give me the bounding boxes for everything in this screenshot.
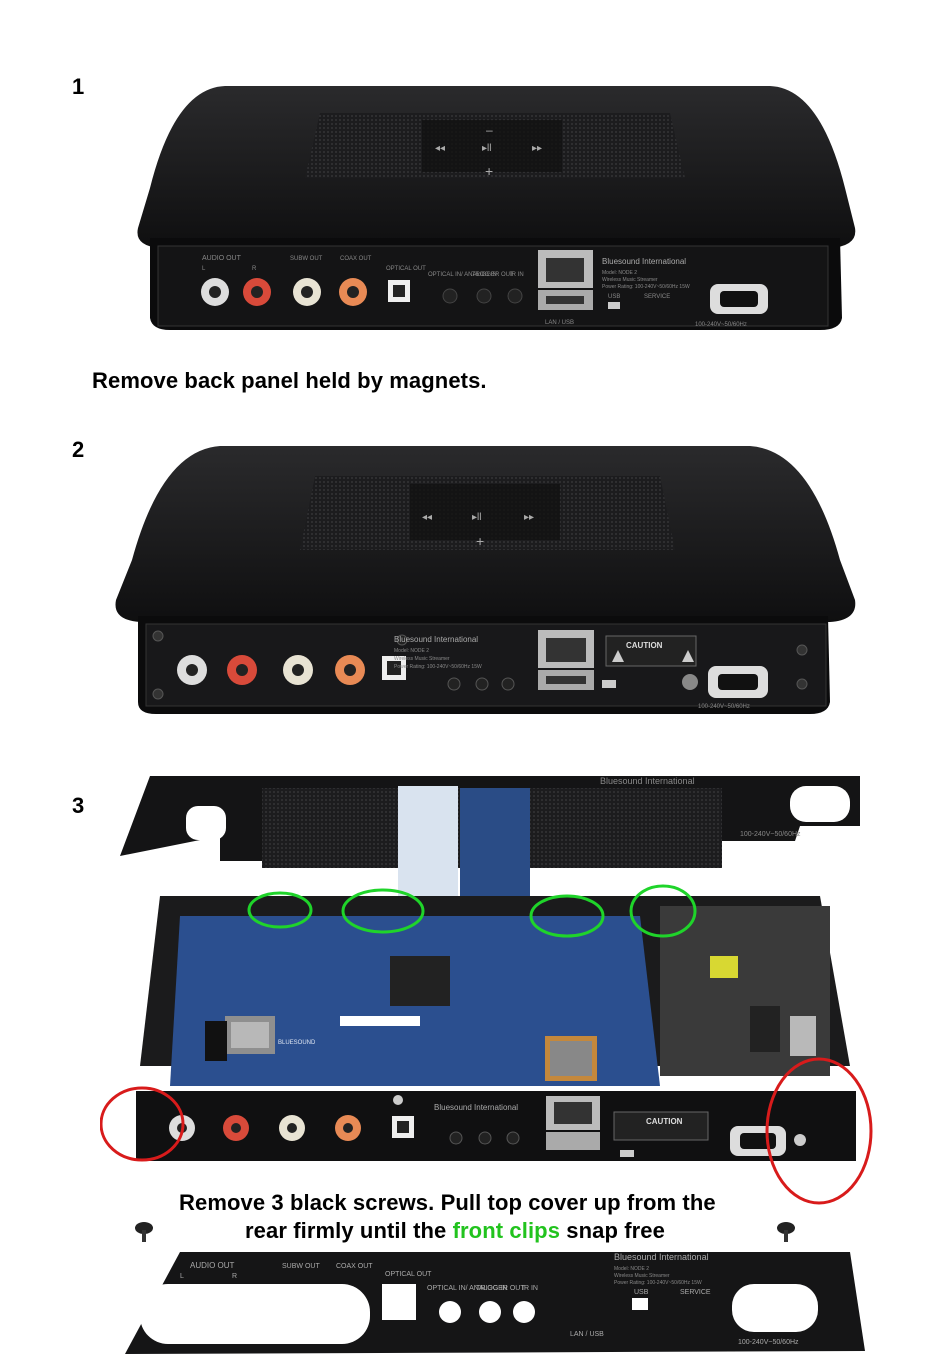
label-voltage: 100-240V~50/60Hz <box>695 322 747 328</box>
svg-text:▸▸: ▸▸ <box>532 143 542 154</box>
panel-usb: USB <box>634 1289 649 1296</box>
panel-trigger-out: TRIGGER OUT <box>476 1285 525 1292</box>
panel-power-rating: Power Rating: 100-240V~50/60Hz 15W <box>614 1280 702 1286</box>
svg-text:+: + <box>476 533 484 549</box>
svg-text:◂◂: ◂◂ <box>435 143 445 154</box>
panel-subw-out: SUBW OUT <box>282 1263 320 1270</box>
panel-optical-out: OPTICAL OUT <box>385 1271 432 1278</box>
back-panel-image: AUDIO OUT L R SUBW OUT COAX OUT OPTICAL … <box>125 1252 865 1354</box>
device-rear-closed-image: ◂◂ ▸ll ▸▸ – + AUDIO OUT L R SUBW OUT COA… <box>137 86 856 330</box>
label-brand: Bluesound International <box>602 257 686 266</box>
label-brand-cover: Bluesound International <box>600 776 695 786</box>
front-clip-marker <box>629 884 697 938</box>
step3-photo: Bluesound International 100-240V~50/60Hz… <box>100 766 880 1206</box>
label-caution-3: CAUTION <box>646 1117 683 1126</box>
step-number: 2 <box>72 437 85 462</box>
label-optical-out: OPTICAL OUT <box>386 266 426 272</box>
screw-marker <box>765 1057 873 1205</box>
panel-coax-out: COAX OUT <box>336 1263 373 1270</box>
label-model: Model: NODE 2 <box>602 270 637 276</box>
panel-ir-in: IR IN <box>522 1285 538 1292</box>
screw-right <box>772 1218 802 1244</box>
svg-text:◂◂: ◂◂ <box>422 512 432 523</box>
label-product-2: Wireless Music Streamer <box>394 656 450 662</box>
step-number: 1 <box>72 74 85 99</box>
svg-text:▸ll: ▸ll <box>482 143 491 154</box>
step1-caption: Remove back panel held by magnets. <box>92 368 487 393</box>
label-r: R <box>252 266 257 272</box>
label-product: Wireless Music Streamer <box>602 277 658 283</box>
step3-caption-line1: Remove 3 black screws. Pull top cover up… <box>179 1190 716 1215</box>
label-audio-out: AUDIO OUT <box>202 255 242 262</box>
panel-brand: Bluesound International <box>614 1252 709 1262</box>
front-clip-marker <box>247 891 313 929</box>
label-power-rating-2: Power Rating: 100-240V~50/60Hz 15W <box>394 664 482 670</box>
panel-voltage: 100-240V~50/60Hz <box>738 1339 799 1346</box>
label-brand-2: Bluesound International <box>394 635 478 644</box>
svg-text:▸▸: ▸▸ <box>524 512 534 523</box>
step2-photo: ◂◂ ▸ll ▸▸ + Bluesound International Mode… <box>110 440 860 720</box>
screw-icon <box>777 1222 795 1242</box>
panel-product: Wireless Music Streamer <box>614 1273 670 1279</box>
label-ir-in: IR IN <box>510 272 524 278</box>
label-brand-3: Bluesound International <box>434 1103 518 1112</box>
screw-icon <box>135 1222 153 1242</box>
label-coax-out: COAX OUT <box>340 256 372 262</box>
svg-text:▸ll: ▸ll <box>472 512 481 523</box>
panel-l: L <box>180 1273 184 1280</box>
panel-r: R <box>232 1273 237 1280</box>
label-service: SERVICE <box>644 294 670 300</box>
device-rear-panel-removed-image: ◂◂ ▸ll ▸▸ + Bluesound International Mode… <box>115 446 856 714</box>
step3-caption-line2: rear firmly until the front clips snap f… <box>245 1218 665 1244</box>
screw-marker <box>100 1086 185 1162</box>
front-clips-highlight: front clips <box>452 1218 561 1243</box>
caption-text: rear firmly until the <box>245 1218 453 1243</box>
label-optical-analog-in: OPTICAL IN/ ANALOG IN <box>428 272 497 278</box>
panel-optical-analog-in: OPTICAL IN/ ANALOG IN <box>427 1285 507 1292</box>
svg-text:+: + <box>485 163 493 179</box>
label-voltage-2: 100-240V~50/60Hz <box>698 704 750 710</box>
step-number: 3 <box>72 793 85 818</box>
label-trigger-out: TRIGGER OUT <box>472 272 514 278</box>
svg-text:–: – <box>486 123 493 137</box>
label-l: L <box>202 266 206 272</box>
label-usb: USB <box>608 294 620 300</box>
panel-service: SERVICE <box>680 1289 711 1296</box>
front-clip-marker <box>529 894 605 938</box>
label-model-2: Model: NODE 2 <box>394 648 429 654</box>
device-open-internals-image: Bluesound International 100-240V~50/60Hz… <box>100 776 873 1205</box>
panel-audio-out: AUDIO OUT <box>190 1261 235 1270</box>
panel-model: Model: NODE 2 <box>614 1266 649 1272</box>
front-clip-marker <box>341 888 425 934</box>
panel-lan-usb: LAN / USB <box>570 1331 604 1338</box>
step1-photo: ◂◂ ▸ll ▸▸ – + AUDIO OUT L R SUBW OUT COA… <box>130 78 860 343</box>
label-lan-usb: LAN / USB <box>545 320 574 326</box>
back-panel-photo: AUDIO OUT L R SUBW OUT COAX OUT OPTICAL … <box>120 1246 870 1364</box>
label-board-brand: BLUESOUND <box>278 1040 316 1046</box>
caption-text: snap free <box>560 1218 665 1243</box>
screw-left <box>130 1218 160 1244</box>
label-subw-out: SUBW OUT <box>290 256 323 262</box>
label-power-rating: Power Rating: 100-240V~50/60Hz 15W <box>602 284 690 290</box>
label-voltage-cover: 100-240V~50/60Hz <box>740 831 801 838</box>
label-caution: CAUTION <box>626 641 663 650</box>
